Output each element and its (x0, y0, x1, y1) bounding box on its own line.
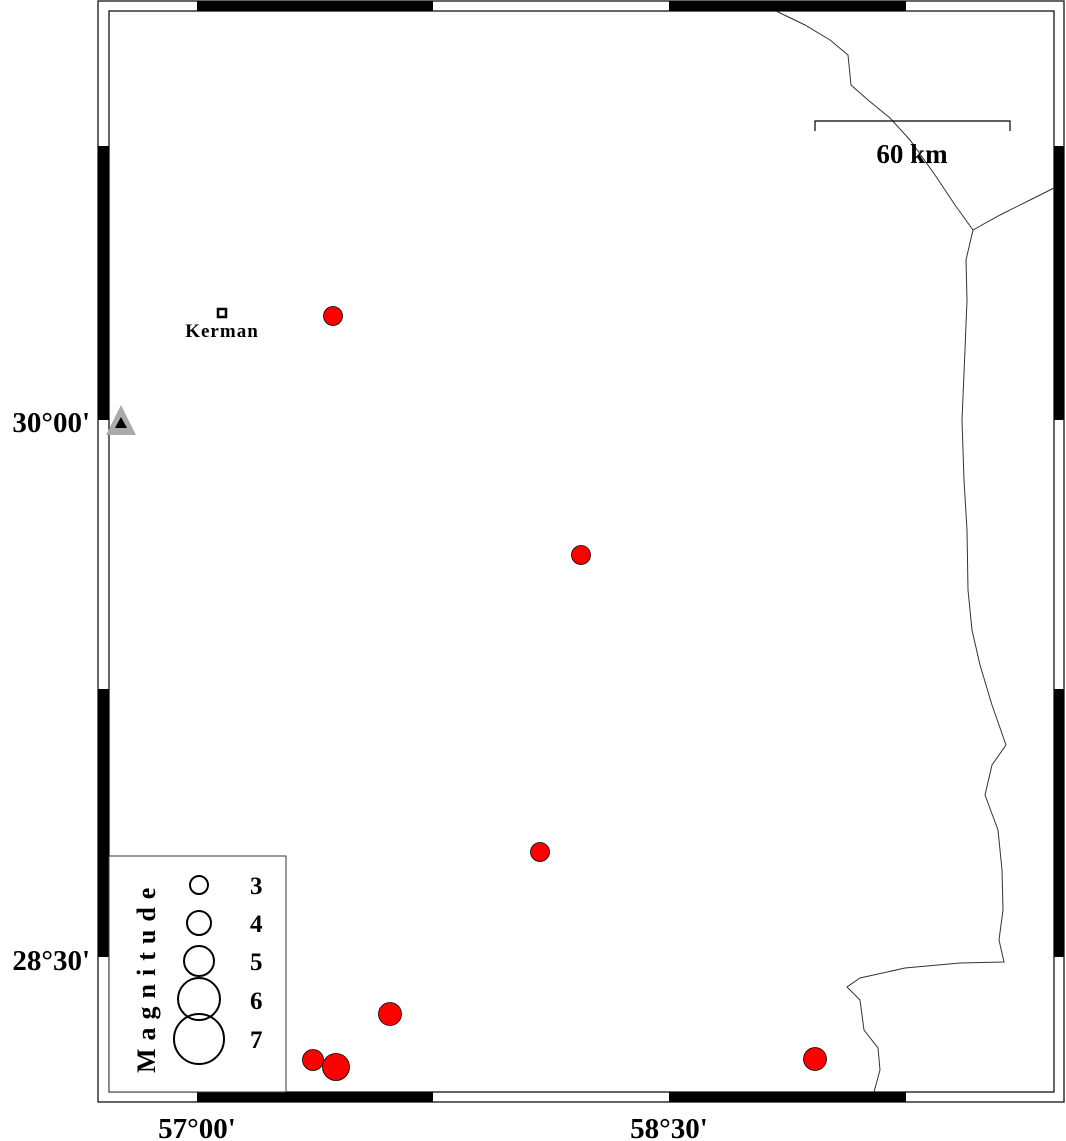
legend-circle (186, 910, 212, 936)
event-marker (322, 1053, 350, 1081)
frame-ticks (98, 1, 1064, 1102)
province-border (846, 229, 1007, 1093)
city-label: Kerman (185, 321, 259, 342)
legend-circle (189, 875, 209, 895)
event-marker (803, 1047, 827, 1071)
magnitude-legend: Magnitude 3 4 5 6 7 (108, 855, 287, 1093)
station-triangle-icon (106, 405, 136, 435)
event-marker (571, 545, 591, 565)
legend-title: Magnitude (132, 880, 161, 1073)
legend-label: 4 (250, 911, 263, 938)
event-marker (378, 1002, 402, 1026)
lon-label: 57°00' (158, 1113, 236, 1141)
city-kerman: Kerman (185, 307, 259, 342)
city-square-icon (216, 307, 228, 319)
lat-label: 30°00' (12, 407, 90, 439)
scale-bar: 60 km (814, 120, 1011, 169)
event-marker (302, 1049, 324, 1071)
earthquake-events (302, 306, 827, 1081)
lat-label: 28°30' (12, 945, 90, 977)
legend-label: 5 (250, 949, 263, 976)
lon-label: 58°30' (630, 1113, 708, 1141)
legend-label: 3 (250, 873, 263, 900)
scale-bar-label: 60 km (876, 139, 948, 169)
legend-label: 6 (250, 988, 263, 1015)
event-marker (323, 306, 343, 326)
legend-circle (183, 945, 215, 977)
legend-circle (177, 977, 221, 1021)
event-marker (530, 842, 550, 862)
legend-label: 7 (250, 1027, 263, 1054)
legend-circle (173, 1013, 225, 1065)
province-border (775, 10, 1055, 231)
